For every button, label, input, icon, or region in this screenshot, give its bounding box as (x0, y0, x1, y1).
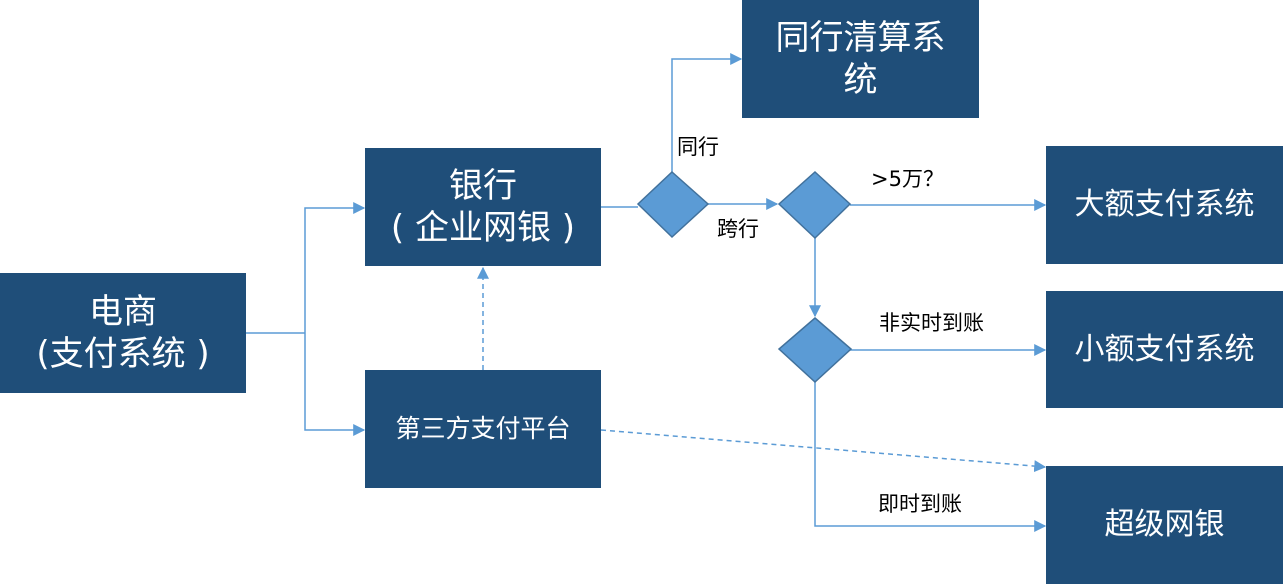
node-super-ebank-label: 超级网银 (1104, 507, 1225, 543)
decision-amount-threshold (777, 170, 852, 240)
connector-split-to-third-party (304, 333, 366, 436)
node-bank-line2: ( 企业网银 ) (390, 208, 576, 248)
edge-label-realtime: 即时到账 (878, 492, 962, 516)
node-super-ebank: 超级网银 (1046, 466, 1283, 584)
node-interbank-clearing: 同行清算系 统 (742, 0, 979, 118)
node-small-payment-system: 小额支付系统 (1046, 291, 1283, 408)
edge-label-same-bank: 同行 (677, 135, 719, 159)
node-small-payment-label: 小额支付系统 (1074, 331, 1255, 367)
connector-same-bank (671, 53, 743, 172)
node-large-payment-system: 大额支付系统 (1046, 146, 1283, 264)
node-ecommerce: 电商 (支付系统 ) (0, 273, 246, 393)
decision-realtime (777, 317, 853, 384)
node-third-party-platform: 第三方支付平台 (365, 370, 601, 488)
connector-split-to-bank (304, 202, 366, 333)
edge-label-cross-bank: 跨行 (717, 217, 759, 241)
node-bank-line1: 银行 (449, 165, 517, 206)
edge-label-over-50k: >5万？ (871, 167, 944, 191)
node-large-payment-label: 大额支付系统 (1074, 187, 1255, 223)
decision-same-or-cross-bank (636, 170, 710, 239)
node-third-party-label: 第三方支付平台 (395, 414, 571, 444)
node-interbank-clearing-line1: 同行清算系 (775, 17, 946, 58)
connector-to-super-ebank (814, 382, 1047, 532)
node-bank: 银行 ( 企业网银 ) (365, 148, 601, 266)
node-interbank-clearing-line2: 统 (843, 60, 878, 100)
node-ecommerce-line1: 电商 (89, 291, 157, 332)
connector-third-party-to-super-ebank (600, 429, 1047, 473)
edge-label-non-realtime: 非实时到账 (879, 311, 984, 335)
node-ecommerce-line2: (支付系统 ) (36, 334, 210, 374)
